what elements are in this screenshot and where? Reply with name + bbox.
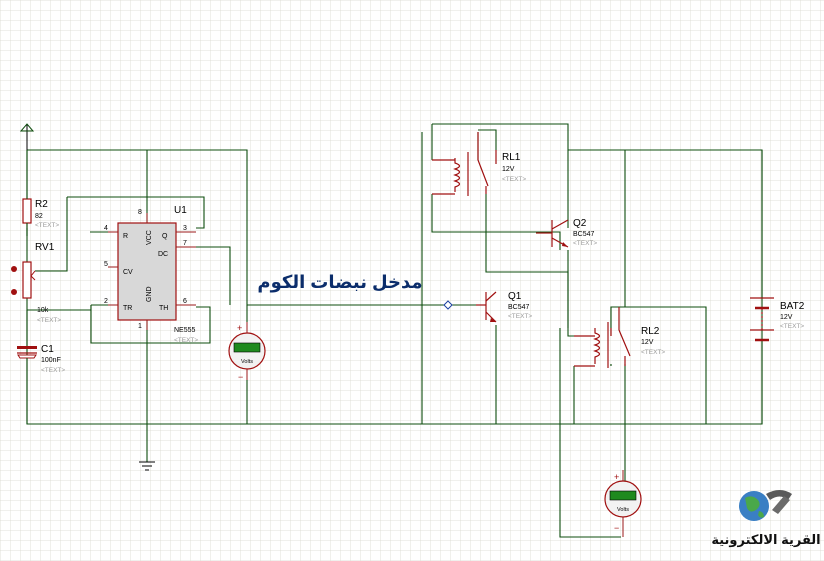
u1-pin-vcc: VCC	[146, 230, 153, 245]
u1-pin-num-5: 5	[104, 261, 108, 268]
rl1-value: 12V	[502, 166, 515, 173]
transistor-q1[interactable]: Q1 BC547 <TEXT>	[476, 291, 532, 323]
c1-ref: C1	[41, 344, 54, 355]
u1-pin-num-4: 4	[104, 225, 108, 232]
voltmeter-1-plus: +	[237, 323, 242, 333]
voltmeter-2-minus: −	[614, 523, 619, 533]
rl2-text: <TEXT>	[641, 349, 665, 356]
u1-pin-cv: CV	[123, 269, 133, 276]
u1-pin-num-3: 3	[183, 225, 187, 232]
u1-pin-num-7: 7	[183, 240, 187, 247]
rv1-ref: RV1	[35, 242, 55, 253]
voltmeter-2-unit: Volts	[617, 507, 629, 513]
q1-text: <TEXT>	[508, 313, 532, 320]
transistor-q2[interactable]: Q2 BC547 <TEXT>	[536, 218, 597, 248]
u1-pin-num-6: 6	[183, 298, 187, 305]
rl2-value: 12V	[641, 339, 654, 346]
c1-value: 100nF	[41, 357, 61, 364]
u1-ref: U1	[174, 205, 187, 216]
voltmeter-1-minus: −	[238, 372, 243, 382]
rl1-text: <TEXT>	[502, 176, 526, 183]
power-terminal[interactable]	[19, 123, 35, 150]
rv1-value: 10k	[37, 307, 49, 314]
relay-rl1[interactable]: RL1 12V <TEXT>	[432, 132, 526, 196]
r2-value: 82	[35, 213, 43, 220]
u1-pin-dc: DC	[158, 251, 168, 258]
u1-part: NE555	[174, 327, 196, 334]
logo-globe-icon	[739, 490, 792, 521]
potentiometer-rv1[interactable]: RV1 10k <TEXT>	[11, 242, 61, 324]
r2-ref: R2	[35, 199, 48, 210]
u1-pin-num-2: 2	[104, 298, 108, 305]
resistor-r2[interactable]: R2 82 <TEXT>	[22, 150, 59, 236]
q2-text: <TEXT>	[573, 240, 597, 247]
q2-part: BC547	[573, 231, 595, 238]
voltmeter-1-unit: Volts	[241, 359, 253, 365]
u1-pin-num-8: 8	[138, 209, 142, 216]
bat2-value: 12V	[780, 314, 793, 321]
relay-rl2[interactable]: RL2 12V <TEXT>	[574, 307, 665, 368]
voltmeter-1[interactable]: Volts + −	[228, 322, 266, 382]
u1-pin-q: Q	[162, 233, 168, 240]
u1-text: <TEXT>	[174, 337, 198, 344]
u1-pin-th: TH	[159, 305, 168, 312]
rv1-text: <TEXT>	[37, 317, 61, 324]
rl2-ref: RL2	[641, 326, 660, 337]
u1-pin-num-1: 1	[138, 323, 142, 330]
timer-ic-u1[interactable]: U1 R VCC Q DC CV TR GND TH 4 8 3 7 5 2 6…	[104, 205, 198, 344]
q1-part: BC547	[508, 304, 530, 311]
voltmeter-2-display	[609, 490, 637, 501]
r2-text: <TEXT>	[35, 222, 59, 229]
battery-bat2[interactable]: BAT2 12V <TEXT>	[750, 297, 805, 342]
probe-node[interactable]	[443, 300, 453, 310]
pulse-input-label: مدخل نبضات الكوم	[257, 272, 422, 293]
ground-symbol[interactable]	[139, 461, 155, 471]
q1-ref: Q1	[508, 291, 522, 302]
rl1-ref: RL1	[502, 152, 521, 163]
u1-pin-r: R	[123, 233, 128, 240]
bat2-text: <TEXT>	[780, 323, 804, 330]
u1-pin-gnd: GND	[146, 286, 153, 302]
capacitor-c1[interactable]: C1 100nF <TEXT>	[17, 310, 65, 424]
voltmeter-1-display	[233, 342, 261, 353]
u1-pin-tr: TR	[123, 305, 132, 312]
bat2-ref: BAT2	[780, 301, 805, 312]
watermark-text: القرية الالكترونية	[711, 532, 820, 547]
voltmeter-2[interactable]: Volts + −	[604, 470, 642, 537]
q2-ref: Q2	[573, 218, 587, 229]
voltmeter-2-plus: +	[614, 472, 619, 482]
c1-text: <TEXT>	[41, 367, 65, 374]
